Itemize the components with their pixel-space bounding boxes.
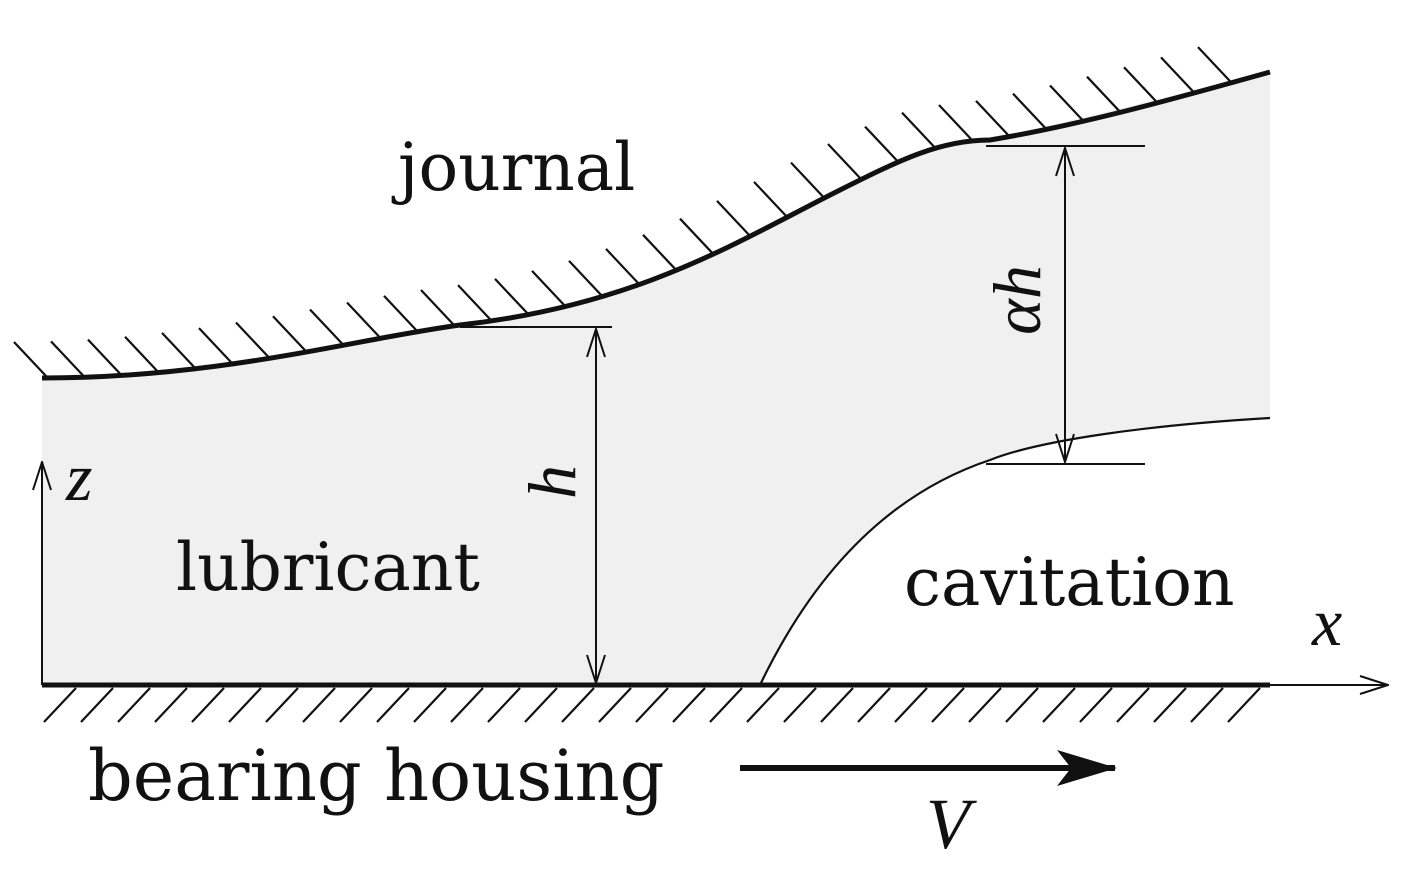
housing-hatch-mark <box>1116 687 1150 723</box>
journal-hatch-mark <box>568 260 602 296</box>
journal-hatch-mark <box>975 100 1009 136</box>
journal-hatch-mark <box>272 315 306 351</box>
housing-hatch-mark <box>524 687 558 723</box>
journal-hatch-mark <box>864 125 898 162</box>
housing-hatch-mark <box>191 687 225 723</box>
housing-hatch-mark <box>783 687 817 723</box>
journal-hatch-mark <box>50 340 84 377</box>
cavitation-label: cavitation <box>904 544 1234 621</box>
journal-hatch-mark <box>309 308 343 345</box>
journal-hatch-mark <box>457 284 491 320</box>
housing-hatch-mark <box>635 687 669 723</box>
journal-hatch-mark <box>494 278 528 314</box>
journal-hatch-mark <box>716 200 750 236</box>
journal-hatch-mark <box>679 217 713 254</box>
journal-hatch-mark <box>753 181 787 217</box>
housing-hatch-mark <box>746 687 780 723</box>
journal-hatch-mark <box>235 321 269 358</box>
housing-hatch-mark <box>894 687 928 723</box>
h-label: h <box>514 465 590 499</box>
housing-hatch-mark <box>376 687 410 723</box>
housing-hatch-mark <box>265 687 299 723</box>
housing-hatch-mark <box>820 687 854 723</box>
housing-hatch-mark <box>709 687 743 723</box>
housing-hatch-mark <box>339 687 373 723</box>
housing-hatch-mark <box>80 687 114 723</box>
velocity-label: V <box>926 784 977 864</box>
housing-hatch-mark <box>43 687 77 723</box>
housing-hatch <box>43 687 1261 723</box>
housing-hatch-mark <box>1005 687 1039 723</box>
housing-hatch-mark <box>672 687 706 723</box>
journal-hatch-mark <box>13 341 47 377</box>
journal-hatch-mark <box>1123 66 1157 102</box>
journal-label: journal <box>391 129 635 206</box>
lubricant-label: lubricant <box>176 529 480 606</box>
journal-hatch-mark <box>346 301 380 338</box>
housing-hatch-mark <box>968 687 1002 723</box>
journal-hatch-mark <box>161 332 195 368</box>
housing-hatch-mark <box>857 687 891 723</box>
housing-hatch-mark <box>117 687 151 723</box>
cavitation-boundary <box>759 416 1271 686</box>
journal-surface <box>41 69 1271 381</box>
journal-hatch-mark <box>1012 92 1046 129</box>
housing-hatch-mark <box>302 687 336 723</box>
housing-hatch-mark <box>931 687 965 723</box>
journal-hatch-mark <box>420 289 454 325</box>
journal-hatch-mark <box>1197 46 1231 82</box>
journal-hatch-mark <box>827 143 861 179</box>
housing-hatch-mark <box>1153 687 1187 723</box>
journal-hatch-mark <box>790 161 824 198</box>
journal-hatch-mark <box>87 338 121 375</box>
z-axis-label: z <box>65 439 92 515</box>
journal-hatch-mark <box>1049 84 1083 121</box>
housing-hatch-mark <box>154 687 188 723</box>
journal-hatch-mark <box>1086 75 1120 112</box>
journal-hatch-mark <box>642 234 676 270</box>
journal-hatch-mark <box>124 336 158 372</box>
journal-hatch-mark <box>605 248 639 284</box>
housing-hatch-mark <box>413 687 447 723</box>
journal-hatch <box>13 46 1231 377</box>
housing-hatch-mark <box>598 687 632 723</box>
alpha-h-label: αh <box>979 265 1055 335</box>
journal-hatch-mark <box>901 111 935 148</box>
housing-hatch-mark <box>1190 687 1224 723</box>
journal-hatch-mark <box>198 327 232 363</box>
housing-hatch-mark <box>228 687 262 723</box>
housing-hatch-mark <box>1079 687 1113 723</box>
journal-hatch-mark <box>531 270 565 306</box>
journal-hatch-mark <box>1160 56 1194 93</box>
x-axis-label: x <box>1311 584 1342 660</box>
housing-hatch-mark <box>561 687 595 723</box>
housing-hatch-mark <box>1227 687 1261 723</box>
bearing-housing-label: bearing housing <box>88 735 664 817</box>
housing-hatch-mark <box>1042 687 1076 723</box>
lubricant-region <box>42 72 1270 685</box>
journal-hatch-mark <box>383 295 417 331</box>
journal-hatch-mark <box>938 104 972 140</box>
housing-hatch-mark <box>487 687 521 723</box>
housing-hatch-mark <box>450 687 484 723</box>
